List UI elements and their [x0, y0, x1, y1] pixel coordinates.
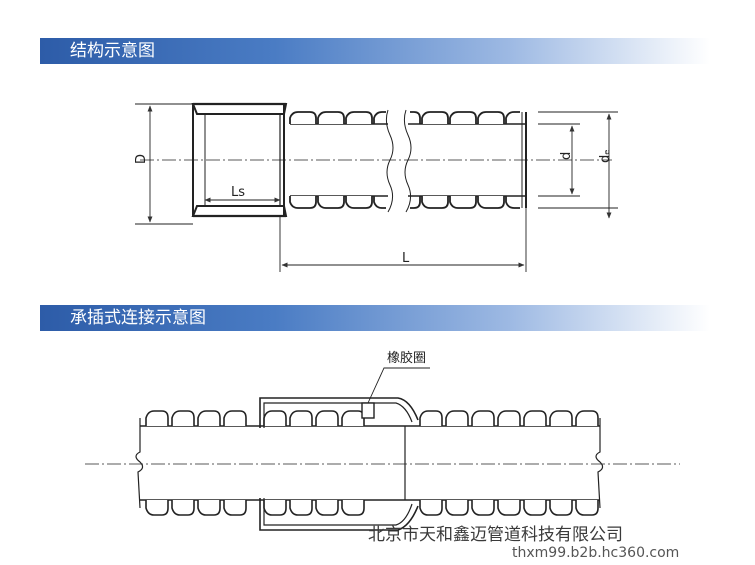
label-D: D — [134, 154, 149, 164]
joint-break-right — [595, 418, 604, 509]
corrugations-bottom — [289, 196, 520, 209]
break-mark-left — [385, 109, 394, 213]
label-de: dₑ — [598, 149, 613, 163]
dimension-de — [538, 111, 618, 219]
section-title-joint-text: 承插式连接示意图 — [70, 308, 206, 328]
rubber-gasket — [361, 402, 375, 419]
watermark-company: 北京市天和鑫迈管道科技有限公司 — [368, 525, 623, 545]
label-L: L — [402, 251, 410, 266]
watermark-url: thxm99.b2b.hc360.com — [512, 545, 680, 561]
corrugations-top — [289, 111, 520, 124]
joint-socket-top — [259, 397, 419, 428]
socket-top — [191, 103, 288, 115]
joint-corrugations-top — [145, 410, 599, 426]
section-title-joint: 承插式连接示意图 — [40, 305, 710, 331]
joint-diagram — [85, 367, 680, 531]
label-d: d — [559, 152, 574, 160]
dimension-L — [279, 208, 527, 272]
break-mark-right — [403, 109, 412, 213]
gasket-leader — [367, 367, 430, 404]
socket-bottom — [191, 205, 288, 217]
joint-socket-bottom — [259, 498, 419, 531]
joint-corrugations-bottom — [145, 500, 599, 516]
structure-diagram — [135, 102, 618, 272]
dimension-D — [135, 103, 193, 225]
label-Ls: Ls — [231, 185, 245, 200]
label-gasket: 橡胶圈 — [387, 350, 426, 366]
joint-break-left — [135, 418, 144, 509]
dimension-d — [538, 123, 580, 197]
section-title-structure-text: 结构示意图 — [70, 41, 155, 61]
section-title-structure: 结构示意图 — [40, 38, 710, 64]
